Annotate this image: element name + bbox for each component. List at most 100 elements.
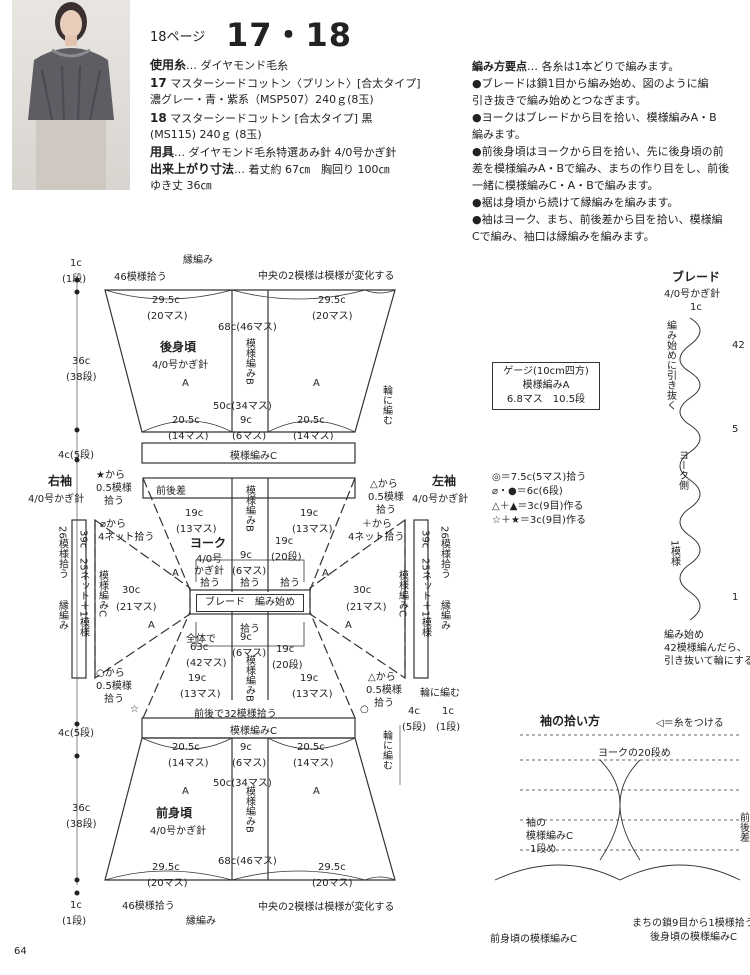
tri-from: △から [370, 479, 398, 490]
yoke-title: ヨーク [190, 536, 227, 550]
braid-5: 5 [732, 424, 739, 435]
method-line: ●袖はヨーク、まち、前後差から目を拾い、模様編 [472, 213, 723, 226]
braid-title: ブレード [672, 270, 721, 284]
back-hook: 4/0号かぎ針 [152, 360, 209, 371]
braid-yoke-side: ヨーク側 [676, 450, 688, 490]
w19-tl: 19c [185, 508, 204, 519]
w14-bl: (14マス) [168, 758, 209, 769]
yoke-hook: 4/0号 [196, 554, 223, 565]
spec-size: 出来上がり寸法… 着丈約 67㎝ 胸回り 100㎝ [150, 162, 390, 176]
w295l: 29.5c [152, 295, 180, 306]
pick-ym-l: 拾う [200, 578, 220, 589]
w13-bl: (13マス) [180, 689, 221, 700]
spec-18-line1: 18 マスターシードコットン [合太タイプ] 黒 [150, 111, 373, 125]
w20r: (20マス) [312, 311, 353, 322]
h36: 36c [72, 356, 91, 367]
w9-yb: 9c [240, 632, 252, 643]
pick-ym-r: 拾う [280, 578, 300, 589]
s-edge-r: 縁編み [438, 600, 450, 630]
band-c-bottom: 模様編みC [230, 726, 277, 737]
w6-t: (6マス) [232, 431, 267, 442]
braid-42: 42 [732, 340, 745, 351]
w19-bl: 19c [188, 673, 207, 684]
w205-bl: 20.5c [172, 742, 200, 753]
front-patB: 模様編みB [243, 786, 255, 833]
w14-br: (14マス) [293, 758, 334, 769]
method-title: 編み方要点… 各糸は1本どりで編みます。 [472, 60, 680, 73]
row1: 1段め [530, 844, 557, 855]
gauge-title: ゲージ(10cm四方) [503, 366, 589, 377]
front-hook: 4/0号かぎ針 [150, 826, 207, 837]
s26-r: 26模様拾う [438, 526, 450, 579]
bottom-edge: 縁編み [186, 916, 216, 927]
h19-t: 19c [275, 536, 294, 547]
s-patC-r: 模様編みC [396, 570, 408, 617]
braid-hook: 4/0号かぎ針 [664, 289, 721, 300]
w19-br: 19c [300, 673, 319, 684]
braid-slip-join: 引き抜いて輪にする [664, 656, 750, 667]
w20br: (20マス) [312, 878, 353, 889]
fb-diff: 前後差 [156, 486, 186, 497]
method-line: ●裾は身頃から続けて縁編みを編みます。 [472, 196, 679, 209]
sleeve-a-l: A [148, 620, 155, 631]
w50-bottom: 50c(34マス) [213, 778, 272, 789]
gauge-pattern: 模様編みA [522, 380, 570, 391]
method-line: 差を模様編みA・Bで編み、まちの作り目をし、前後 [472, 162, 730, 175]
h38: (38段) [66, 372, 97, 383]
legend-item: ⌀・●＝6c(6段) [492, 486, 563, 497]
star-pick: 拾う [104, 496, 124, 507]
r4: 4c [408, 706, 420, 717]
w13-br: (13マス) [292, 689, 333, 700]
spec-17-line2: 濃グレー・青・紫系（MSP507）240ｇ(8玉) [150, 93, 374, 106]
h4-bottom: 4c(5段) [58, 728, 95, 739]
method-line: 編みます。 [472, 128, 526, 141]
spec-18-line2: (MS115) 240ｇ (8玉) [150, 128, 262, 141]
s39-l: 39c [77, 530, 89, 549]
tri-pick-b: 拾う [374, 698, 394, 709]
knit-round-mid: 輪に編む [420, 688, 460, 699]
tri-05: 0.5模様 [368, 492, 404, 503]
legend-item: ☆＋★＝3c(9目)作る [492, 515, 586, 526]
legend-item: △＋▲＝3c(9目)作る [492, 501, 584, 512]
pick-ym: 拾う [240, 578, 260, 589]
yoke-a-l: A [172, 568, 179, 579]
back-title: 後身頃 [160, 340, 197, 354]
tie-legend: ◁＝糸をつける [656, 718, 724, 729]
front32: 前後で32模様拾う [194, 709, 277, 720]
w42: (42マス) [186, 658, 227, 669]
tri-05-b: 0.5模様 [366, 685, 402, 696]
yoke20: ヨークの20段め [598, 748, 671, 759]
braid-slip: 編み始めに引き抜く [664, 320, 676, 410]
left-sleeve-hook: 4/0号かぎ針 [412, 494, 469, 505]
page-number: 64 [14, 946, 27, 957]
front-c-note: 前身頃の模様編みC [490, 934, 577, 945]
w68: 68c(46マス) [218, 322, 277, 333]
gusset: まちの鎖9目から1模様拾う [632, 918, 750, 929]
yoke-patB: 模様編みB [243, 485, 255, 532]
s39-r: 39c [419, 530, 431, 549]
sleeve-pick-title: 袖の拾い方 [540, 714, 601, 728]
plus-from: ＋から [362, 519, 392, 530]
r1c: 1c [442, 706, 454, 717]
w13-tr: (13マス) [292, 524, 333, 535]
pattern-number: 17・18 [226, 16, 353, 54]
h38-b: (38段) [66, 819, 97, 830]
w6-yb: (6マス) [232, 648, 267, 659]
method-line: 引き抜きで編み始めとつなぎます。 [472, 94, 647, 107]
method-line: ●前後身頃はヨークから目を拾い、先に後身頃の前 [472, 145, 724, 158]
gauge-values: 6.8マス 10.5段 [506, 394, 586, 405]
total: 全体で [186, 634, 216, 645]
h20-t: (20段) [271, 552, 302, 563]
circ-pick: 拾う [104, 694, 124, 705]
tri-pick: 拾う [376, 505, 396, 516]
yoke-a-r: A [322, 568, 329, 579]
sleeve-c2: 模様編みC [526, 831, 573, 842]
h19-b: 19c [276, 644, 295, 655]
band-c-top: 模様編みC [230, 451, 277, 462]
w205-tl: 20.5c [172, 415, 200, 426]
w295br: 29.5c [318, 862, 346, 873]
front-a-left: A [182, 786, 189, 797]
front-title: 前身頃 [156, 806, 193, 820]
pick-yb: 拾う [240, 624, 260, 635]
h36-b: 36c [72, 803, 91, 814]
